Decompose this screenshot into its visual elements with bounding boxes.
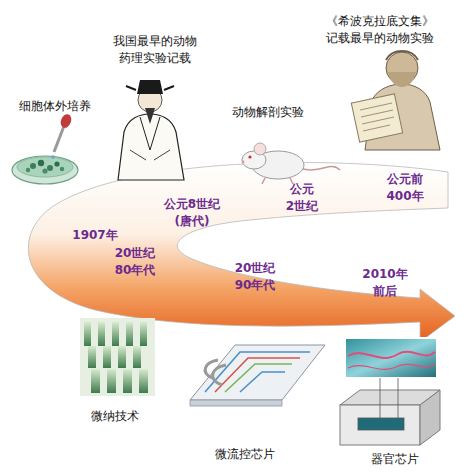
timeline-date: 公元8世纪 (唐代) — [164, 196, 220, 231]
organ-chip-part — [380, 378, 381, 418]
organ-chip-part — [398, 378, 399, 418]
mouse-part — [248, 155, 251, 158]
micro-nano-pillars-part — [107, 369, 116, 393]
microfluidic-chip — [190, 345, 325, 406]
microfluidic-chip-part — [190, 400, 282, 406]
hippocrates-bust-part — [388, 72, 416, 87]
petri-dish-part — [12, 156, 78, 184]
timeline-date: 20世纪 80年代 — [115, 245, 156, 280]
timeline-date: 公元前 400年 — [386, 171, 423, 206]
micro-nano-pillars-part — [133, 346, 141, 368]
mouse-part — [300, 166, 340, 170]
illustration-caption: 动物解剖实验 — [232, 104, 304, 121]
timeline-date: 1907年 — [72, 227, 117, 244]
microfluidic-chip-part — [190, 345, 325, 400]
illustration-caption: 器官芯片 — [371, 451, 419, 468]
hippocrates-bust-part — [360, 103, 394, 131]
mouse-part — [254, 143, 266, 155]
mouse-part — [242, 161, 245, 164]
petri-dish — [12, 156, 78, 184]
micro-nano-pillars-part — [123, 369, 132, 393]
micro-nano-pillars-part — [80, 318, 155, 396]
petri-dish-part — [54, 161, 59, 166]
petri-dish-part — [30, 163, 36, 169]
illustration-caption: 微纳技术 — [91, 408, 139, 425]
microfluidic-chip-part — [205, 352, 310, 392]
mouse-part — [262, 178, 293, 184]
petri-dish-part — [38, 160, 44, 166]
microfluidic-chip-part — [213, 365, 226, 385]
illustration-caption: 我国最早的动物 药理实验记载 — [113, 33, 197, 68]
organ-chip-part — [348, 364, 435, 369]
micro-nano-pillars-part — [91, 369, 100, 393]
mouse — [242, 143, 340, 184]
organ-chip — [340, 338, 440, 445]
petri-dish-part — [17, 157, 73, 177]
hippocrates-bust — [351, 51, 440, 150]
dropper — [51, 113, 73, 159]
petri-dish-part — [26, 168, 30, 172]
dropper-part — [59, 113, 74, 130]
hippocrates-bust-part — [351, 94, 402, 142]
scholar-portrait-part — [118, 114, 184, 180]
timeline-date: 公元 2世纪 — [286, 181, 318, 216]
timeline-band — [28, 163, 455, 342]
organ-chip-part — [358, 418, 404, 430]
micro-nano-pillars-part — [103, 346, 111, 368]
micro-nano-pillars-part — [84, 322, 91, 346]
microfluidic-chip-part — [225, 364, 292, 392]
micro-nano-pillars-part — [112, 322, 119, 346]
micro-nano-pillars-part — [140, 322, 147, 346]
micro-nano-pillars-part — [88, 346, 96, 368]
timeline-date: 2010年 前后 — [362, 266, 407, 301]
microfluidic-chip-part — [240, 372, 285, 392]
hippocrates-bust-part — [386, 51, 418, 60]
organ-chip-part — [420, 390, 440, 445]
petri-dish-part — [60, 167, 64, 171]
micro-nano-pillars-part — [98, 322, 105, 346]
micro-nano-pillars-part — [126, 322, 133, 346]
microfluidic-chip-part — [215, 358, 300, 392]
petri-dish-part — [47, 165, 53, 171]
illustration-caption: 《希波克拉底文集》 记载最早的动物实验 — [326, 13, 434, 48]
scholar-portrait — [118, 80, 184, 180]
timeline-arrow — [28, 163, 455, 342]
scholar-portrait-part — [130, 150, 170, 160]
scholar-portrait-part — [137, 80, 163, 94]
timeline-date: 20世纪 90年代 — [235, 260, 276, 295]
organ-chip-part — [348, 352, 435, 358]
micro-nano-pillars-part — [139, 369, 148, 393]
micro-nano-pillars — [80, 318, 155, 396]
organ-chip-part — [345, 338, 437, 378]
scholar-portrait-part — [126, 86, 174, 90]
illustration-caption: 微流控芯片 — [215, 446, 275, 463]
illustration-caption: 细胞体外培养 — [19, 98, 91, 115]
petri-dish-part — [42, 168, 47, 173]
dropper-part — [51, 155, 55, 159]
scholar-portrait-part — [145, 108, 155, 124]
dropper-part — [54, 126, 64, 152]
micro-nano-pillars-part — [118, 346, 126, 368]
